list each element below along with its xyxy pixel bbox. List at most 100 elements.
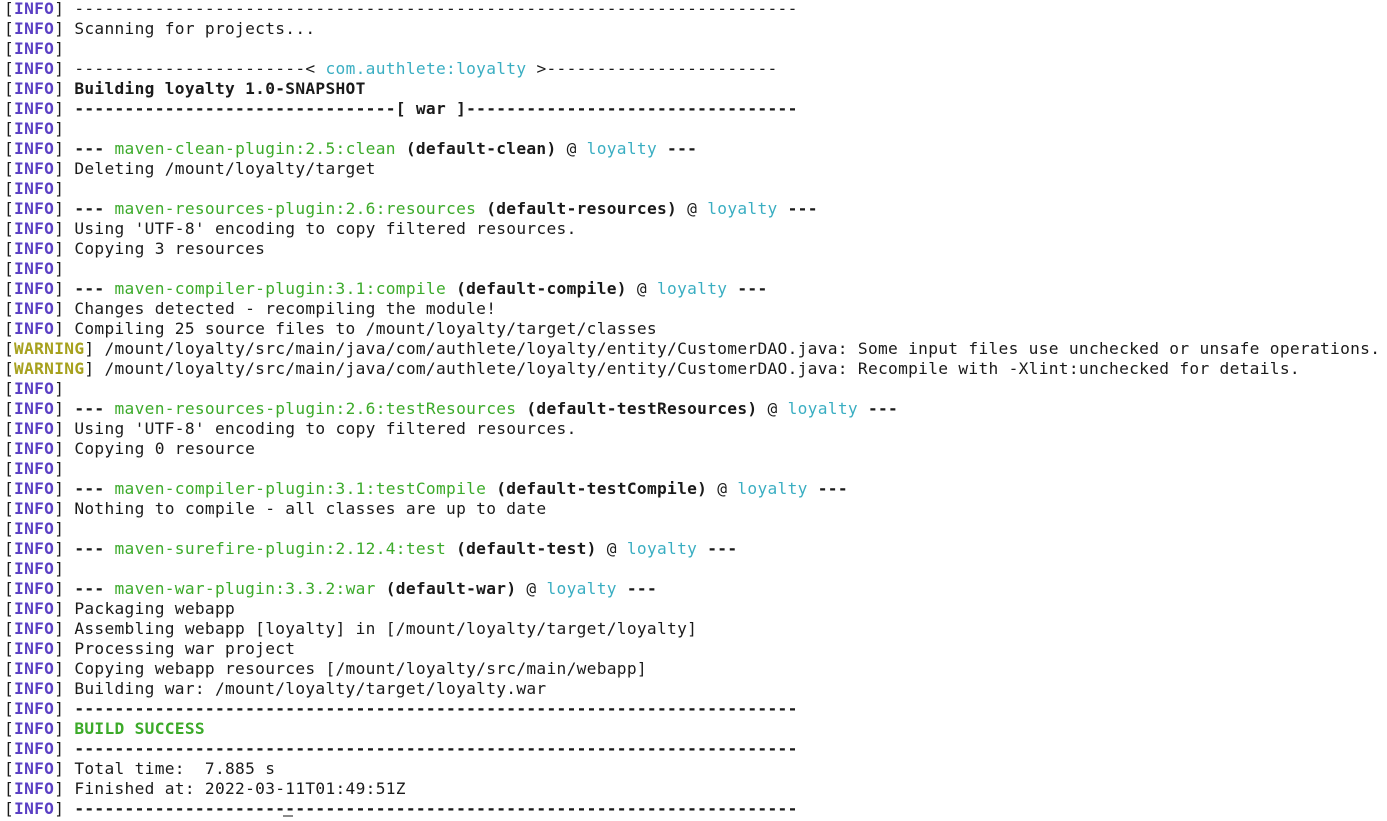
log-segment-bold: (default-compile) — [446, 279, 627, 298]
log-line: [INFO] --- maven-resources-plugin:2.6:te… — [4, 399, 1385, 419]
log-line: [INFO] ---------------------------------… — [4, 0, 1385, 19]
log-bracket-open: [ — [4, 419, 15, 438]
log-bracket-close: ] — [54, 59, 75, 78]
log-bracket-open: [ — [4, 159, 15, 178]
log-segment-bold: --- — [727, 279, 768, 298]
log-line: [INFO] — [4, 39, 1385, 59]
log-bracket-close: ] — [54, 759, 75, 778]
log-bracket-close: ] — [54, 159, 75, 178]
log-bracket-close: ] — [54, 499, 75, 518]
log-segment-text: @ — [556, 139, 587, 158]
log-level: INFO — [14, 79, 55, 98]
log-bracket-open: [ — [4, 459, 15, 478]
log-bracket-open: [ — [4, 299, 15, 318]
log-line: [WARNING] /mount/loyalty/src/main/java/c… — [4, 339, 1385, 359]
log-bracket-open: [ — [4, 379, 15, 398]
log-line: [INFO] --- maven-surefire-plugin:2.12.4:… — [4, 539, 1385, 559]
log-bracket-close: ] — [54, 419, 75, 438]
log-segment-text: Compiling 25 source files to /mount/loya… — [74, 319, 657, 338]
log-level: INFO — [14, 239, 55, 258]
log-bracket-open: [ — [4, 179, 15, 198]
log-segment-green: maven-surefire-plugin:2.12.4:test — [114, 539, 447, 558]
log-segment-text: /mount/loyalty/src/main/java/com/authlet… — [104, 339, 1381, 358]
log-segment-cyan: loyalty — [586, 139, 657, 158]
log-line: [INFO] --- maven-war-plugin:3.3.2:war (d… — [4, 579, 1385, 599]
log-level: WARNING — [14, 339, 85, 358]
log-line: [INFO] Compiling 25 source files to /mou… — [4, 319, 1385, 339]
log-bracket-open: [ — [4, 639, 15, 658]
log-level: INFO — [14, 199, 55, 218]
log-bracket-close: ] — [54, 399, 75, 418]
log-level: INFO — [14, 799, 55, 818]
log-segment-text: -----------------------< — [74, 59, 326, 78]
log-segment-text: @ — [596, 539, 627, 558]
log-segment-text: @ — [677, 199, 708, 218]
log-level: INFO — [14, 639, 55, 658]
log-segment-text: ----------------------------------------… — [74, 0, 798, 18]
log-bracket-close: ] — [54, 0, 75, 18]
log-line: [INFO] — [4, 259, 1385, 279]
log-segment-green: maven-compiler-plugin:3.1:compile — [114, 279, 447, 298]
log-level: INFO — [14, 459, 55, 478]
log-segment-bold: ----------------------------------------… — [74, 739, 798, 758]
log-segment-bold: --- — [74, 539, 115, 558]
log-segment-bold: (default-resources) — [476, 199, 678, 218]
log-line: [INFO] ---------------------------------… — [4, 699, 1385, 719]
terminal-output[interactable]: [INFO] ---------------------------------… — [4, 0, 1385, 819]
log-segment-text: Using 'UTF-8' encoding to copy filtered … — [74, 419, 577, 438]
log-level: INFO — [14, 119, 55, 138]
log-segment-bold: (default-war) — [375, 579, 517, 598]
log-bracket-close: ] — [54, 559, 75, 578]
log-segment-text: @ — [626, 279, 657, 298]
log-level: INFO — [14, 299, 55, 318]
log-segment-green: maven-war-plugin:3.3.2:war — [114, 579, 376, 598]
log-bracket-close: ] — [54, 259, 75, 278]
log-bracket-open: [ — [4, 139, 15, 158]
log-bracket-open: [ — [4, 719, 15, 738]
log-segment-bold: (default-testResources) — [516, 399, 758, 418]
log-segment-bold: --- — [616, 579, 658, 598]
log-segment-bold: --------------------------------[ war ]-… — [74, 99, 798, 118]
log-bracket-open: [ — [4, 759, 15, 778]
log-level: INFO — [14, 139, 55, 158]
log-bracket-open: [ — [4, 39, 15, 58]
log-segment-bold: --- — [74, 139, 115, 158]
log-bracket-close: ] — [54, 319, 75, 338]
log-bracket-open: [ — [4, 799, 15, 818]
log-bracket-open: [ — [4, 319, 15, 338]
log-segment-text: Finished at: 2022-03-11T01:49:51Z — [74, 779, 406, 798]
log-bracket-open: [ — [4, 239, 15, 258]
log-segment-bold: --- — [74, 399, 115, 418]
log-line: [INFO] Finished at: 2022-03-11T01:49:51Z — [4, 779, 1385, 799]
log-line: [INFO] BUILD SUCCESS — [4, 719, 1385, 739]
log-level: INFO — [14, 519, 55, 538]
log-level: INFO — [14, 439, 55, 458]
log-line: [INFO] Using 'UTF-8' encoding to copy fi… — [4, 219, 1385, 239]
log-level: INFO — [14, 559, 55, 578]
log-level: INFO — [14, 539, 55, 558]
log-line: [INFO] — [4, 379, 1385, 399]
log-bracket-open: [ — [4, 679, 15, 698]
log-bracket-close: ] — [54, 659, 75, 678]
log-bracket-close: ] — [54, 699, 75, 718]
log-level: INFO — [14, 99, 55, 118]
log-line: [INFO] ---------------------------------… — [4, 799, 1385, 819]
log-line: [INFO] Copying webapp resources [/mount/… — [4, 659, 1385, 679]
log-segment-cyan: loyalty — [787, 399, 858, 418]
log-level: INFO — [14, 159, 55, 178]
log-level: INFO — [14, 399, 55, 418]
log-level: INFO — [14, 419, 55, 438]
log-segment-text: Copying 3 resources — [74, 239, 266, 258]
log-bracket-open: [ — [4, 539, 15, 558]
log-bracket-close: ] — [54, 439, 75, 458]
log-bracket-close: ] — [54, 459, 75, 478]
log-line: [INFO] — [4, 119, 1385, 139]
log-bracket-close: ] — [54, 39, 75, 58]
log-bracket-close: ] — [54, 179, 75, 198]
log-bracket-open: [ — [4, 339, 15, 358]
log-segment-bold: --- — [807, 479, 848, 498]
log-level: INFO — [14, 0, 55, 18]
log-level: INFO — [14, 219, 55, 238]
log-line: [INFO] Copying 3 resources — [4, 239, 1385, 259]
log-level: INFO — [14, 659, 55, 678]
